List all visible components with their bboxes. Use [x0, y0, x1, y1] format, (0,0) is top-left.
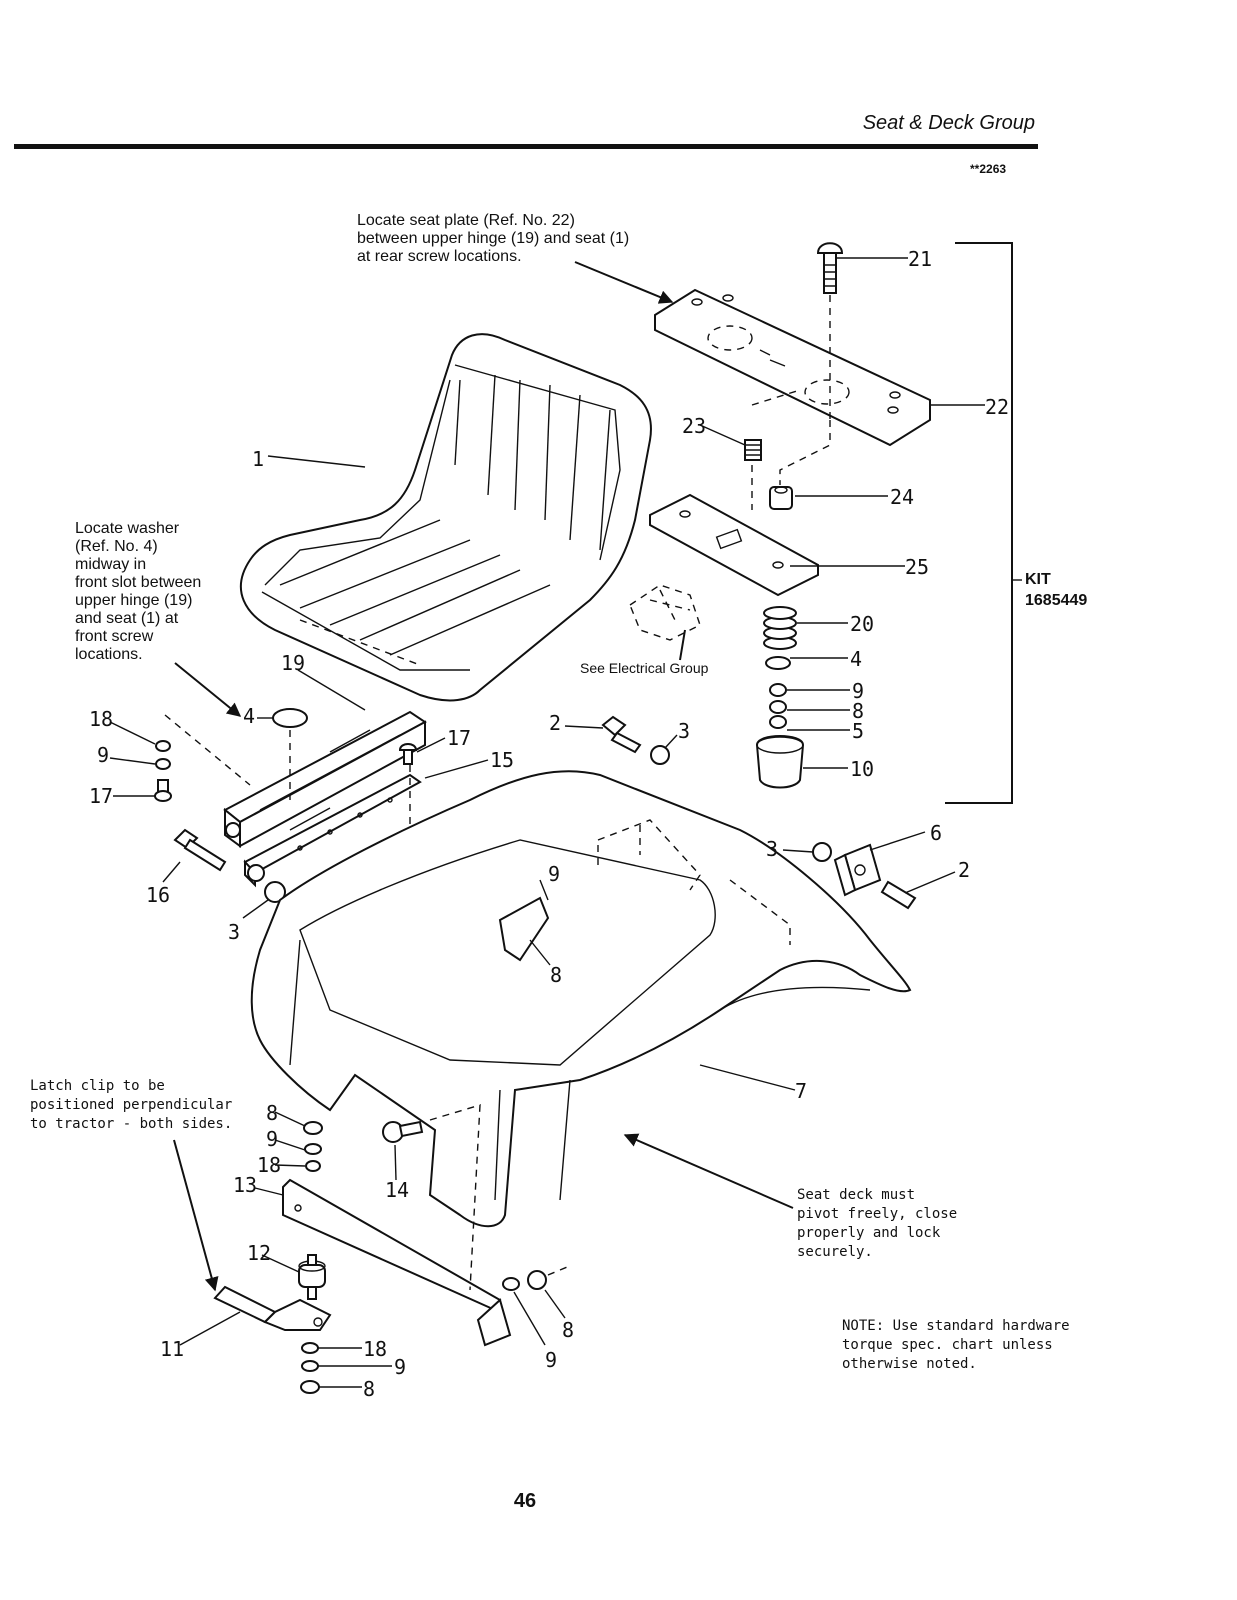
callout-1: 1: [252, 447, 264, 471]
deck-bolt-part: [601, 715, 670, 765]
seat-deck-note: Seat deck must pivot freely, close prope…: [797, 1187, 958, 1260]
hinge-screw-part: [398, 743, 418, 765]
callout-21: 21: [908, 247, 932, 271]
lower-hinge-part: [243, 773, 422, 888]
callout-7: 7: [795, 1079, 807, 1103]
lower-bottom-hardware: [300, 1342, 320, 1394]
seat-deck-part: [250, 770, 912, 1228]
spring-stack-part: [755, 606, 805, 789]
section-title: Seat & Deck Group: [862, 112, 1035, 134]
callout-14: 14: [385, 1178, 409, 1202]
kit-number: 1685449: [1025, 592, 1087, 609]
electrical-switch-part: [629, 584, 701, 661]
callout-5: 5: [852, 719, 864, 743]
seat-plate-arrow: [574, 261, 674, 304]
latch-clip-arrow: [173, 1139, 219, 1292]
callout-8-stack: 8: [852, 699, 864, 723]
callout-11: 11: [160, 1337, 184, 1361]
callout-2-right: 2: [958, 858, 970, 882]
washer-note: Locate washer (Ref. No. 4) midway in fro…: [75, 520, 202, 663]
callout-18-left: 18: [89, 707, 113, 731]
kit-label: KIT: [1025, 571, 1051, 588]
callout-13: 13: [233, 1173, 257, 1197]
callout-20: 20: [850, 612, 874, 636]
latch-clip-part: [213, 1285, 332, 1331]
torque-note: NOTE: Use standard hardware torque spec.…: [842, 1318, 1070, 1372]
kit-bracket: [945, 242, 1013, 804]
callout-3-left: 3: [228, 920, 240, 944]
support-strap-part: [282, 1178, 512, 1347]
callout-16: 16: [146, 883, 170, 907]
callout-4-left: 4: [243, 704, 255, 728]
callout-8-low: 8: [363, 1377, 375, 1401]
spring-part: [744, 439, 762, 461]
seat-plate-part: [654, 288, 931, 447]
callout-9-deck: 9: [548, 862, 560, 886]
callout-18-bottom: 18: [257, 1153, 281, 1177]
callout-12: 12: [247, 1241, 271, 1265]
seat-part: [239, 333, 652, 702]
left-hardware-stack: [154, 740, 172, 802]
callout-8-bottom: 8: [266, 1101, 278, 1125]
callout-3-mid: 3: [678, 719, 690, 743]
callout-numbers: 1 21 22 23 24 25 20 4 9 8 5 10 18 9 17 1…: [89, 247, 1009, 1401]
callout-9-left: 9: [97, 743, 109, 767]
electrical-group-note: See Electrical Group: [580, 660, 709, 676]
pivot-bolt-part: [173, 828, 227, 872]
callout-9-bottom: 9: [266, 1127, 278, 1151]
callout-3-right: 3: [766, 837, 778, 861]
rubber-mount-part: [298, 1254, 326, 1300]
carriage-bolt-part: [816, 242, 844, 294]
callout-17-left: 17: [89, 784, 113, 808]
washer-part: [272, 708, 308, 728]
diagram-code: **2263: [970, 162, 1007, 176]
callout-23: 23: [682, 414, 706, 438]
deck-screw-part: [382, 1120, 424, 1143]
leader-lines: [109, 257, 1022, 1388]
callout-24: 24: [890, 485, 914, 509]
seat-plate-note: Locate seat plate (Ref. No. 22) between …: [357, 212, 630, 265]
callout-19: 19: [281, 651, 305, 675]
callout-8-right: 8: [562, 1318, 574, 1342]
header-rule: [14, 144, 1038, 149]
callout-9-low: 9: [394, 1355, 406, 1379]
callout-8-deck: 8: [550, 963, 562, 987]
upper-hinge-part: [223, 710, 427, 848]
callout-2-mid: 2: [549, 711, 561, 735]
callout-15: 15: [490, 748, 514, 772]
seat-deck-arrow: [623, 1133, 794, 1209]
latch-clip-note: Latch clip to be positioned perpendicula…: [30, 1078, 233, 1132]
callout-18-low: 18: [363, 1337, 387, 1361]
deck-bracket-part: [812, 842, 917, 910]
spacer-part: [769, 486, 793, 510]
callout-17-hinge: 17: [447, 726, 471, 750]
callout-9-stack: 9: [852, 679, 864, 703]
callout-6: 6: [930, 821, 942, 845]
nut-part: [264, 881, 286, 903]
callout-10: 10: [850, 757, 874, 781]
callout-22: 22: [985, 395, 1009, 419]
upper-bottom-hardware: [303, 1121, 323, 1172]
callout-4-right: 4: [850, 647, 862, 671]
right-bottom-hardware: [502, 1270, 547, 1291]
washer-arrow: [174, 662, 242, 717]
page-number: 46: [513, 1490, 537, 1512]
callout-9-right: 9: [545, 1348, 557, 1372]
callout-25: 25: [905, 555, 929, 579]
lower-plate-part: [649, 493, 819, 597]
